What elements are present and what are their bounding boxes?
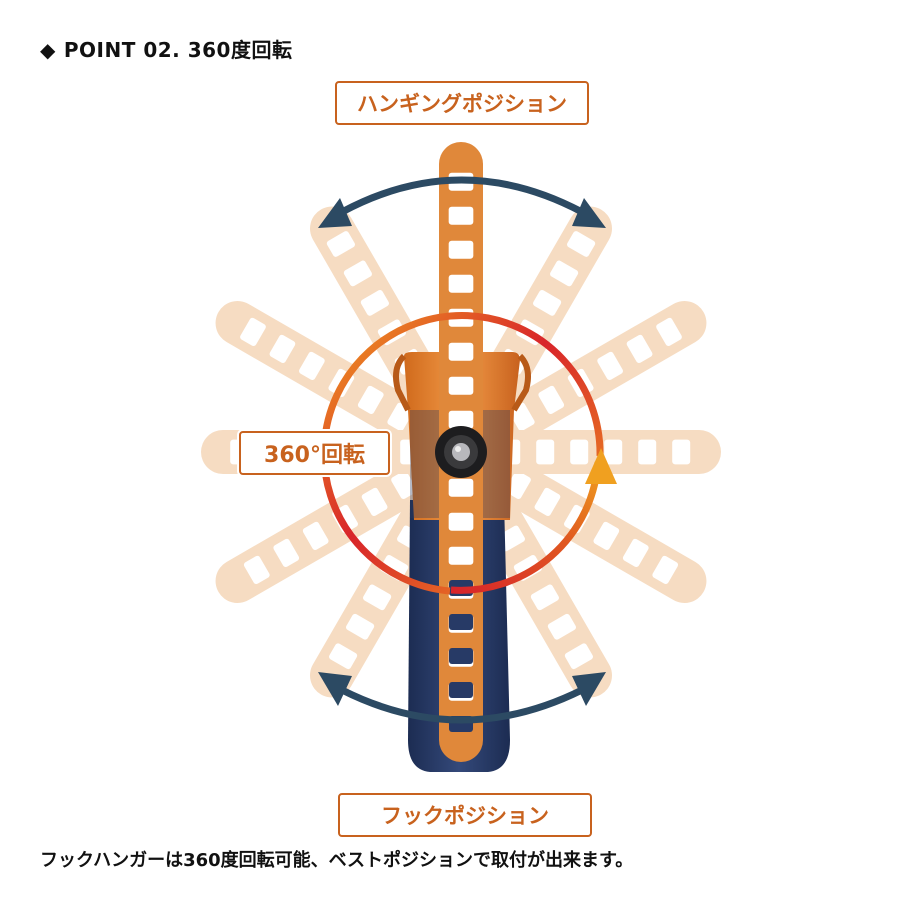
caption-text: フックハンガーは360度回転可能、ベストポジションで取付が出来ます。 xyxy=(40,850,634,871)
heading-text: POINT 02. 360度回転 xyxy=(63,38,293,62)
diamond-icon: ◆ xyxy=(40,38,56,62)
ghost-strap-positions xyxy=(201,206,721,698)
double-arrow-icon xyxy=(318,176,606,228)
rotation-label: 360°回転 xyxy=(239,431,390,475)
hook-position-label: フックポジション xyxy=(338,793,592,837)
hanging-position-label: ハンギングポジション xyxy=(335,81,589,125)
rotation-ring-icon xyxy=(320,312,617,595)
double-arrow-icon xyxy=(318,672,606,724)
knob-icon xyxy=(435,426,487,478)
page-heading: ◆ POINT 02. 360度回転 xyxy=(40,34,292,63)
